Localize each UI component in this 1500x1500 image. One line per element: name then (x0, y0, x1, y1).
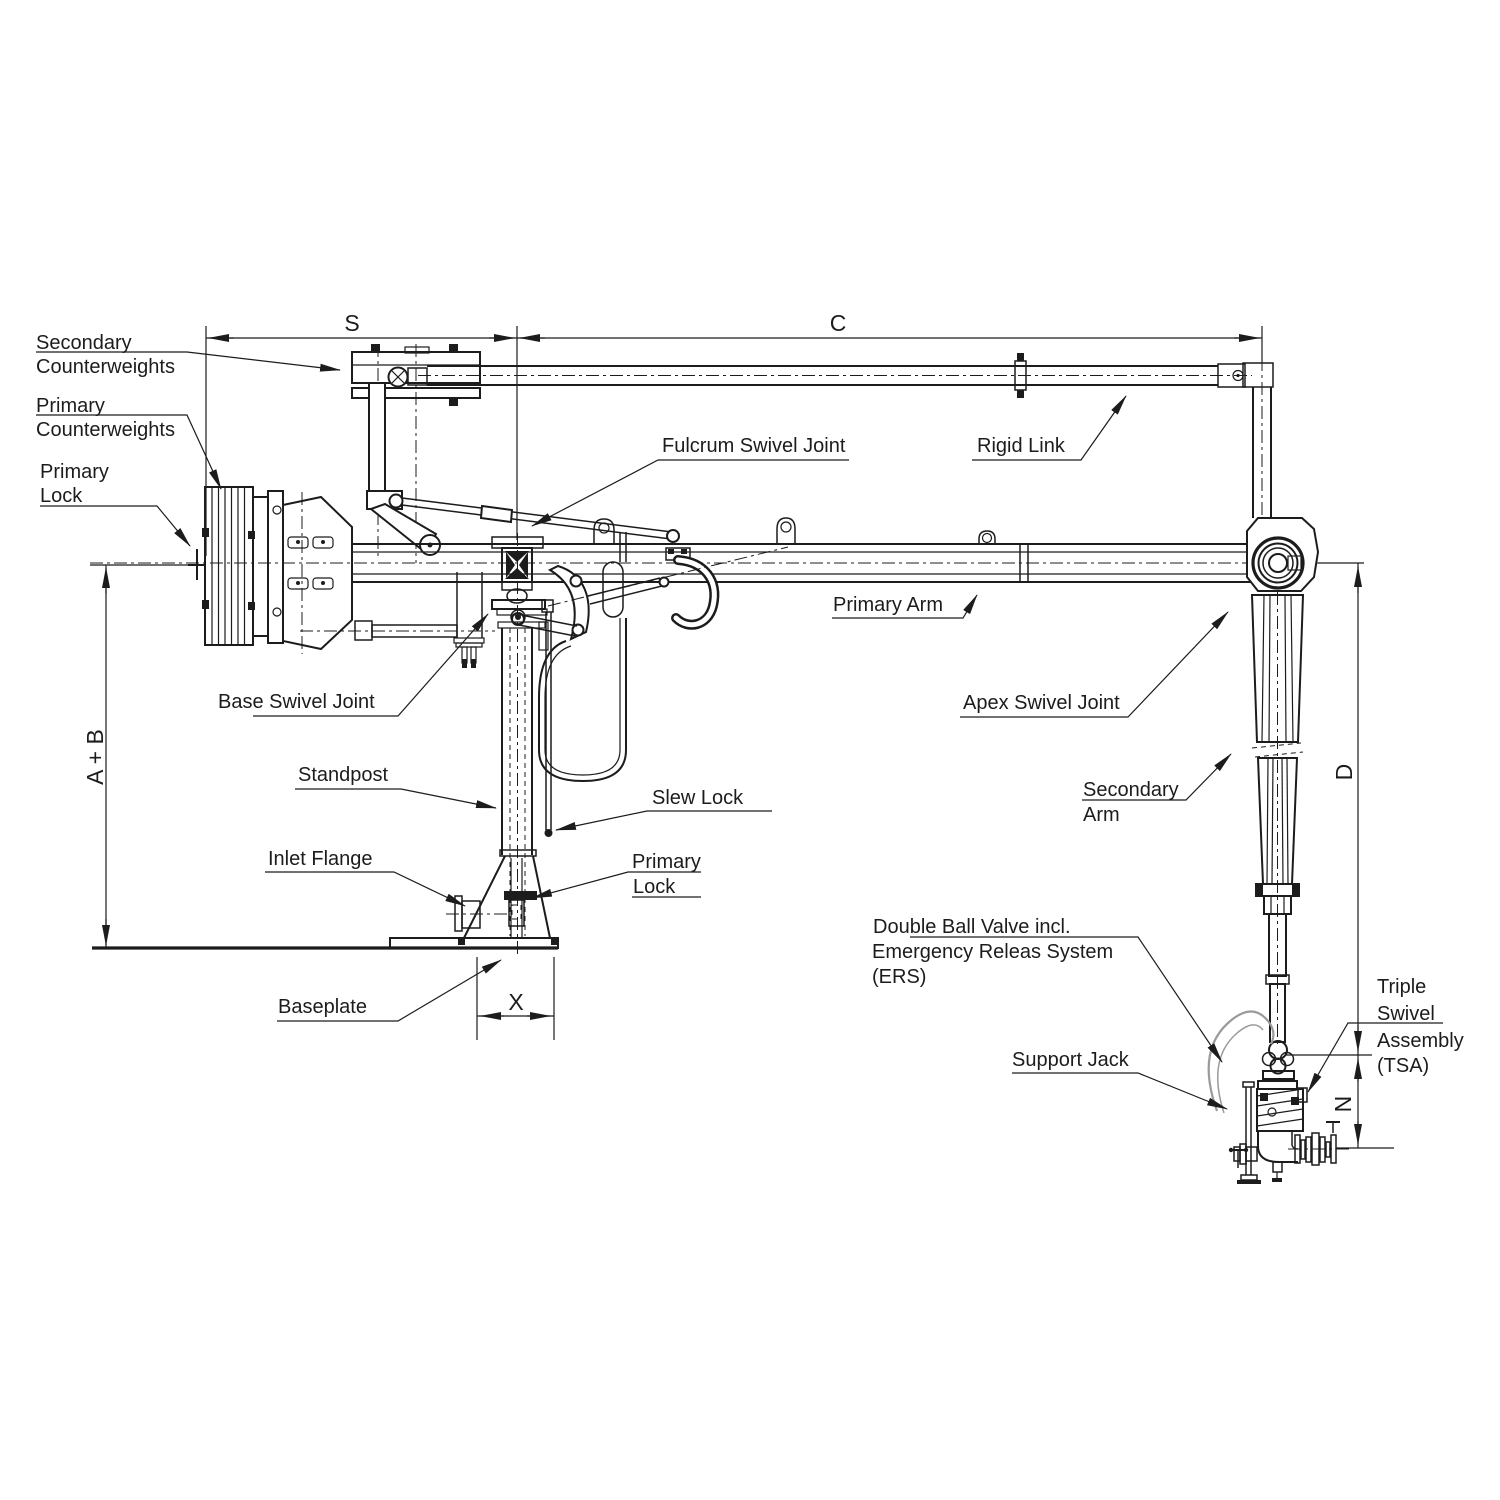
tsa-valve-assembly (1256, 1040, 1350, 1182)
leader-line (555, 810, 772, 831)
leader-line (36, 414, 222, 490)
riser-pipe (300, 572, 495, 668)
apex-swivel-assembly (1242, 358, 1320, 592)
ers-hose-loop (1207, 1010, 1275, 1114)
leader-line (1012, 1072, 1228, 1110)
label-slew-lock: Slew Lock (555, 787, 772, 831)
label-text: Swivel (1377, 1003, 1435, 1025)
fulcrum-swivel-joint (491, 536, 544, 604)
label-secondary-counterweights: Secondary Counterweights (36, 332, 341, 378)
leader-line (531, 871, 701, 899)
leader-line (960, 611, 1229, 718)
slew-lock-bar (538, 599, 554, 837)
label-text: Standpost (298, 764, 389, 786)
label-text: Secondary (1083, 779, 1179, 801)
leader-line (277, 959, 502, 1022)
leader-line (531, 459, 849, 527)
label-text: Apex Swivel Joint (963, 692, 1120, 714)
dimension-a-plus-b: A + B (82, 564, 202, 948)
label-text: Primary Arm (833, 594, 943, 616)
label-text: Base Swivel Joint (218, 691, 375, 713)
primary-lock-band (504, 891, 537, 900)
label-secondary-arm: Secondary Arm (1082, 753, 1232, 826)
label-text: Primary (36, 395, 105, 417)
standpost (92, 533, 559, 954)
label-fulcrum-swivel-joint: Fulcrum Swivel Joint (531, 435, 849, 527)
leader-line (1307, 1022, 1443, 1093)
label-text: Double Ball Valve incl. (873, 916, 1071, 938)
rigid-link (418, 353, 1252, 398)
label-text: Slew Lock (652, 787, 744, 809)
secondary-counterweights-assembly (351, 344, 680, 563)
dim-s-label: S (344, 310, 359, 336)
label-baseplate: Baseplate (277, 959, 502, 1022)
dim-a-plus-b-label: A + B (82, 729, 108, 785)
label-text: Counterweights (36, 356, 175, 378)
primary-counterweights (188, 486, 353, 654)
leader-line (1082, 753, 1232, 801)
label-text: Arm (1083, 804, 1120, 826)
pantograph-linkage (511, 532, 789, 783)
secondary-arm-assembly (1250, 592, 1305, 1048)
dimension-d: D (1318, 562, 1364, 1055)
label-text: Fulcrum Swivel Joint (662, 435, 846, 457)
leader-line (910, 936, 1223, 1063)
leader-line (265, 871, 466, 907)
label-text: Rigid Link (977, 435, 1066, 457)
label-support-jack: Support Jack (1012, 1049, 1228, 1110)
label-standpost: Standpost (295, 764, 497, 809)
label-primary-counterweights: Primary Counterweights (36, 395, 222, 490)
label-primary-lock-upper: Primary Lock (40, 461, 191, 547)
label-text: Assembly (1377, 1030, 1464, 1052)
dimension-x: X (476, 957, 555, 1040)
leader-line (40, 505, 191, 547)
label-text: Support Jack (1012, 1049, 1130, 1071)
leader-line (253, 613, 489, 717)
label-text: Triple (1377, 976, 1426, 998)
label-text: Emergency Releas System (872, 941, 1113, 963)
label-text: (ERS) (872, 966, 926, 988)
support-jack-shape (1228, 1081, 1261, 1184)
leader-line (36, 351, 341, 372)
label-base-swivel-joint: Base Swivel Joint (218, 613, 489, 717)
dimension-n: N (1286, 1054, 1394, 1149)
dim-c-label: C (830, 310, 847, 336)
label-text: Lock (633, 876, 676, 898)
leader-line (295, 788, 497, 809)
dim-d-label: D (1331, 764, 1357, 781)
label-text: Primary (40, 461, 109, 483)
label-double-ball-valve-ers: Double Ball Valve incl. Emergency Releas… (872, 916, 1223, 1063)
label-text: Primary (632, 851, 701, 873)
leader-line (972, 395, 1127, 461)
label-text: Counterweights (36, 419, 175, 441)
label-apex-swivel-joint: Apex Swivel Joint (960, 611, 1229, 718)
label-inlet-flange: Inlet Flange (265, 848, 466, 907)
label-text: Lock (40, 485, 83, 507)
label-text: Inlet Flange (268, 848, 373, 870)
label-triple-swivel-assembly: Triple Swivel Assembly (TSA) (1307, 976, 1464, 1093)
dim-n-label: N (1330, 1096, 1356, 1113)
leader-line (832, 594, 978, 619)
label-text: Secondary (36, 332, 132, 354)
label-rigid-link: Rigid Link (972, 395, 1127, 461)
dimension-c: C (516, 310, 1263, 540)
label-text: Baseplate (278, 996, 367, 1018)
label-primary-arm: Primary Arm (832, 594, 978, 619)
label-primary-lock-lower: Primary Lock (531, 851, 701, 899)
label-text: (TSA) (1377, 1055, 1429, 1077)
dim-x-label: X (508, 989, 523, 1015)
